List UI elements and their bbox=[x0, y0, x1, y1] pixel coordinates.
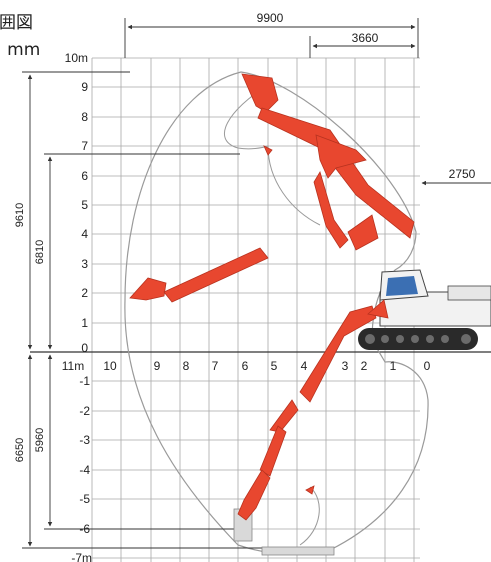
y-tick-label: -2 bbox=[79, 404, 90, 418]
y-tick-label: 4 bbox=[81, 227, 88, 241]
y-tick-label: -6 bbox=[79, 522, 90, 536]
unit-label: : mm bbox=[0, 40, 41, 60]
x-axis-labels: 11m 10 9 8 7 6 5 4 3 2 1 0 bbox=[62, 359, 431, 373]
engine-hood bbox=[447, 285, 491, 301]
y-tick-label: 2 bbox=[81, 286, 88, 300]
x-tick-label: 10 bbox=[103, 359, 117, 373]
y-tick-label: -1 bbox=[79, 374, 90, 388]
y-tick-label: 6 bbox=[81, 169, 88, 183]
x-tick-label: 9 bbox=[154, 359, 161, 373]
x-tick-label: 1 bbox=[390, 359, 397, 373]
x-tick-label: 4 bbox=[301, 359, 308, 373]
x-tick-label: 8 bbox=[183, 359, 190, 373]
x-tick-label: 3 bbox=[342, 359, 349, 373]
y-tick-label: 7 bbox=[81, 139, 88, 153]
y-tick-label: 8 bbox=[81, 110, 88, 124]
left-dimensions bbox=[22, 71, 262, 549]
dim-top-width: 9900 bbox=[257, 11, 284, 25]
diagram-title-fragment: 囲図 bbox=[0, 13, 33, 33]
dim-height-outer: 9610 bbox=[14, 203, 26, 227]
y-tick-label: -5 bbox=[79, 492, 90, 506]
x-tick-label: 0 bbox=[424, 359, 431, 373]
dim-right-offset: 2750 bbox=[449, 167, 476, 181]
y-top-label: 10m bbox=[65, 51, 88, 65]
x-tick-label: 5 bbox=[271, 359, 278, 373]
x-tick-label: 7 bbox=[212, 359, 219, 373]
cab-window bbox=[386, 276, 418, 296]
working-range-envelope bbox=[124, 71, 429, 555]
excavator-icon bbox=[358, 269, 491, 350]
dim-height-inner: 6810 bbox=[34, 240, 46, 264]
y-tick-label: -4 bbox=[79, 463, 90, 477]
y-axis-labels: 10m 9 8 7 6 5 4 3 2 1 0 -1 -2 -3 -4 -5 -… bbox=[65, 51, 92, 562]
y-bottom-label: -7m bbox=[71, 551, 92, 562]
y-tick-label: 9 bbox=[81, 80, 88, 94]
arm-position-top bbox=[241, 73, 415, 251]
top-dimensions bbox=[124, 18, 491, 186]
arm-position-horizontal bbox=[129, 247, 269, 303]
y-tick-label: 0 bbox=[81, 341, 88, 355]
x-first-label: 11m bbox=[62, 359, 84, 373]
inner-envelope bbox=[224, 84, 321, 226]
ground-block-bottom bbox=[261, 546, 335, 556]
y-tick-label: -3 bbox=[79, 433, 90, 447]
y-tick-label: 5 bbox=[81, 198, 88, 212]
dim-depth-inner: 5960 bbox=[34, 428, 46, 452]
boom-base bbox=[367, 299, 389, 319]
y-tick-label: 3 bbox=[81, 257, 88, 271]
dim-depth-outer: 6650 bbox=[14, 438, 26, 462]
x-tick-label: 2 bbox=[361, 359, 368, 373]
dim-top-inner: 3660 bbox=[352, 31, 379, 45]
y-tick-label: 1 bbox=[81, 316, 88, 330]
arm-position-lower bbox=[237, 305, 377, 521]
inner-envelope-lower bbox=[299, 486, 320, 546]
x-tick-label: 6 bbox=[242, 359, 249, 373]
